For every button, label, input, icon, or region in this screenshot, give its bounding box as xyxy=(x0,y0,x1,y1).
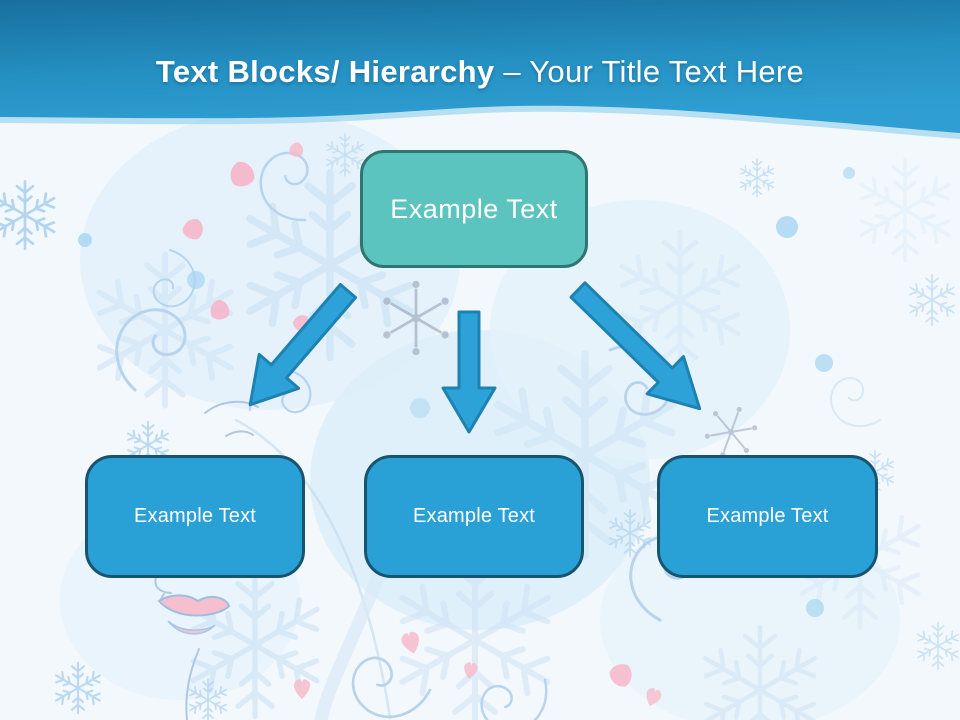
arrow-middle[interactable] xyxy=(441,310,497,434)
child-text-block-1-label: Example Text xyxy=(133,505,257,527)
child-text-block-3-label: Example Text xyxy=(706,505,829,527)
header-band xyxy=(0,0,960,139)
child-text-block-3[interactable]: Example Text xyxy=(657,455,878,578)
child-text-block-2[interactable]: Example Text xyxy=(364,455,584,578)
dot-accents xyxy=(78,167,855,617)
title-bold-part: Text Blocks/ Hierarchy xyxy=(155,54,495,89)
arrow-left[interactable] xyxy=(230,274,367,422)
root-text-block[interactable]: Example Text xyxy=(360,150,588,268)
wave-band xyxy=(0,0,960,133)
root-text-block-label: Example Text xyxy=(390,193,558,224)
arrow-right[interactable] xyxy=(560,271,718,427)
lips-icon xyxy=(157,594,231,635)
child-text-block-1[interactable]: Example Text xyxy=(85,455,305,578)
slide-title: Text Blocks/ Hierarchy – Your Title Text… xyxy=(0,54,960,90)
swirl-flourish-icon xyxy=(105,142,882,720)
face-profile-icon xyxy=(154,400,395,720)
title-regular-part: – Your Title Text Here xyxy=(503,54,805,89)
child-text-block-2-label: Example Text xyxy=(412,505,536,527)
